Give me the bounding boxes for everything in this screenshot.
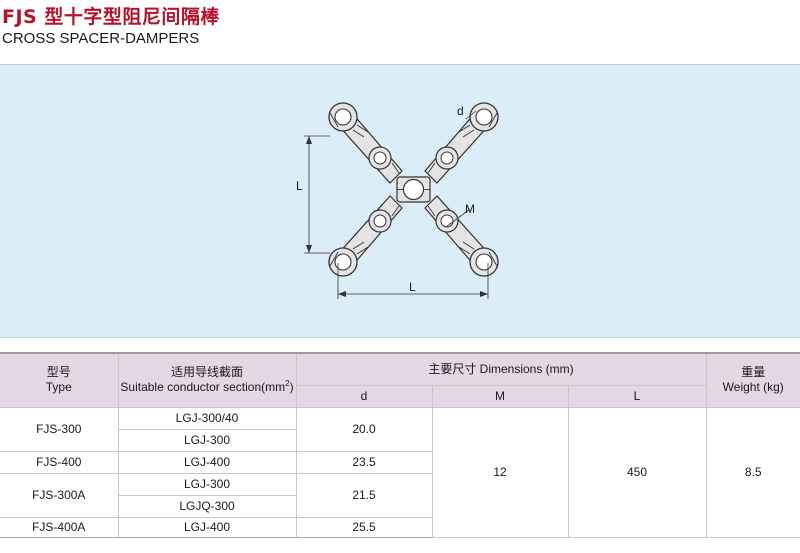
- cell-conductor: LGJ-400: [117, 450, 297, 474]
- table-row: FJS-300A LGJ-300 21.5: [0, 472, 800, 518]
- cell-d: 20.0: [295, 406, 433, 452]
- cell-conductor: LGJ-300/40: [117, 406, 297, 430]
- header-dimensions: 主要尺寸 Dimensions (mm): [295, 352, 707, 386]
- table-row: FJS-300 LGJ-300/40 20.0 12 450 8.5: [0, 406, 800, 538]
- cell-l: 450: [567, 406, 707, 538]
- header-col-m: M: [431, 384, 569, 408]
- cell-type: FJS-300A: [0, 472, 119, 518]
- header-conductor-en: Suitable conductor section(mm: [120, 380, 286, 395]
- header-type-cn: 型号: [46, 365, 71, 380]
- page-title-en: CROSS SPACER-DAMPERS: [2, 30, 200, 47]
- dimension-d-label: d: [457, 104, 464, 118]
- figure-panel: d M L L: [0, 64, 800, 338]
- header-conductor-cn: 适用导线截面: [170, 365, 243, 380]
- cell-type: FJS-400A: [0, 516, 119, 538]
- header-conductor-sup: 2: [285, 379, 290, 389]
- arm-lower-left: [328, 195, 403, 277]
- header-conductor-close: ): [289, 380, 294, 395]
- cell-d: 23.5: [295, 450, 432, 474]
- header-weight-en: Weight (kg): [722, 380, 784, 395]
- center-hub: [396, 176, 431, 203]
- dimension-l-horizontal-label: L: [409, 280, 416, 294]
- cell-weight: 8.5: [705, 406, 800, 538]
- cell-d: 21.5: [295, 472, 432, 518]
- table-row: LGJ-300: [0, 428, 800, 452]
- header-type-en: Type: [45, 380, 72, 395]
- cell-type: FJS-300: [0, 406, 119, 452]
- dimension-lines: [304, 110, 489, 299]
- table-row: FJS-400A LGJ-400 25.5: [0, 516, 800, 538]
- header-conductor: 适用导线截面 Suitable conductor section(mm2): [117, 352, 297, 408]
- spec-table: 型号 Type 适用导线截面 Suitable conductor sectio…: [0, 352, 800, 538]
- header-type: 型号 Type: [0, 352, 119, 408]
- dimension-m-label: M: [465, 202, 475, 216]
- header-col-l: L: [567, 384, 706, 408]
- page-title-cn: FJS 型十字型阻尼间隔棒: [2, 6, 220, 28]
- cell-conductor: LGJQ-300: [118, 494, 296, 518]
- cell-conductor: LGJ-300: [118, 428, 296, 452]
- dimension-arrows: [306, 136, 488, 297]
- table-row: FJS-400 LGJ-400 23.5: [0, 450, 800, 474]
- header-weight-cn: 重量: [741, 365, 766, 380]
- spacer-damper-drawing: d M L L: [296, 102, 499, 299]
- dimension-l-vertical-label: L: [296, 179, 303, 193]
- cell-conductor: LGJ-300: [117, 472, 297, 496]
- arm-upper-left: [328, 102, 403, 184]
- cell-type: FJS-400: [0, 450, 119, 474]
- header-conductor-en-wrap: Suitable conductor section(mm2): [119, 380, 296, 395]
- cell-d: 25.5: [295, 516, 432, 538]
- table-row: LGJQ-300: [0, 494, 800, 518]
- arm-lower-right: [424, 195, 499, 277]
- header-col-d: d: [296, 384, 433, 408]
- cell-conductor: LGJ-400: [117, 516, 297, 538]
- cell-m: 12: [431, 406, 569, 538]
- header-weight: 重量 Weight (kg): [705, 352, 800, 408]
